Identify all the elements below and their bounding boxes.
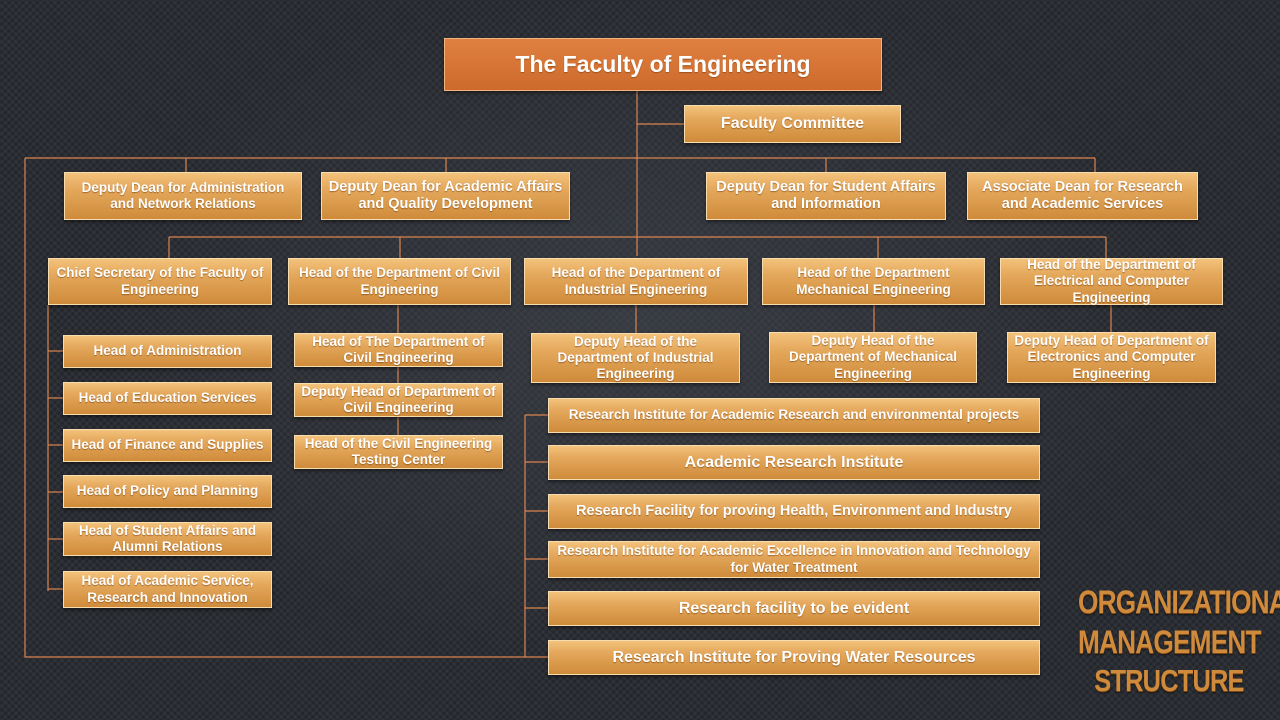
deputy-head-mechanical-box: Deputy Head of the Department of Mechani… [769,332,977,383]
research-unit-item: Research Institute for Academic Research… [548,398,1040,433]
slide-title-line-3: STRUCTURE [1094,663,1244,698]
associate-dean-research-box: Associate Dean for Research and Academic… [967,172,1198,220]
research-unit-item: Research facility to be evident [548,591,1040,626]
secretary-unit-item: Head of Administration [63,335,272,368]
deputy-dean-academic-box: Deputy Dean for Academic Affairs and Qua… [321,172,570,220]
civil-unit-item: Head of The Department of Civil Engineer… [294,333,503,367]
secretary-unit-item: Head of Education Services [63,382,272,415]
faculty-committee-box: Faculty Committee [684,105,901,143]
head-mechanical-box: Head of the Department Mechanical Engine… [762,258,985,305]
slide-title: ORGANIZATIONAL MANAGEMENT STRUCTURE [1058,582,1280,701]
research-unit-item: Research Institute for Proving Water Res… [548,640,1040,675]
head-civil-box: Head of the Department of Civil Engineer… [288,258,511,305]
civil-unit-item: Head of the Civil Engineering Testing Ce… [294,435,503,469]
slide-title-line-2: MANAGEMENT [1077,624,1262,660]
slide-title-line-1: ORGANIZATIONAL [1077,584,1280,620]
secretary-unit-item: Head of Student Affairs and Alumni Relat… [63,522,272,556]
deputy-head-electronics-box: Deputy Head of Department of Electronics… [1007,332,1216,383]
research-unit-item: Research Institute for Academic Excellen… [548,541,1040,578]
deputy-dean-student-box: Deputy Dean for Student Affairs and Info… [706,172,946,220]
head-industrial-box: Head of the Department of Industrial Eng… [524,258,748,305]
research-unit-item: Academic Research Institute [548,445,1040,480]
head-electrical-box: Head of the Department of Electrical and… [1000,257,1223,305]
research-unit-item: Research Facility for proving Health, En… [548,494,1040,529]
faculty-root-box: The Faculty of Engineering [444,38,882,91]
chief-secretary-box: Chief Secretary of the Faculty of Engine… [48,258,272,305]
secretary-unit-item: Head of Academic Service, Research and I… [63,571,272,608]
civil-unit-item: Deputy Head of Department of Civil Engin… [294,383,503,417]
secretary-unit-item: Head of Policy and Planning [63,475,272,508]
deputy-head-industrial-box: Deputy Head of the Department of Industr… [531,333,740,383]
deputy-dean-administration-box: Deputy Dean for Administration and Netwo… [64,172,302,220]
secretary-unit-item: Head of Finance and Supplies [63,429,272,462]
